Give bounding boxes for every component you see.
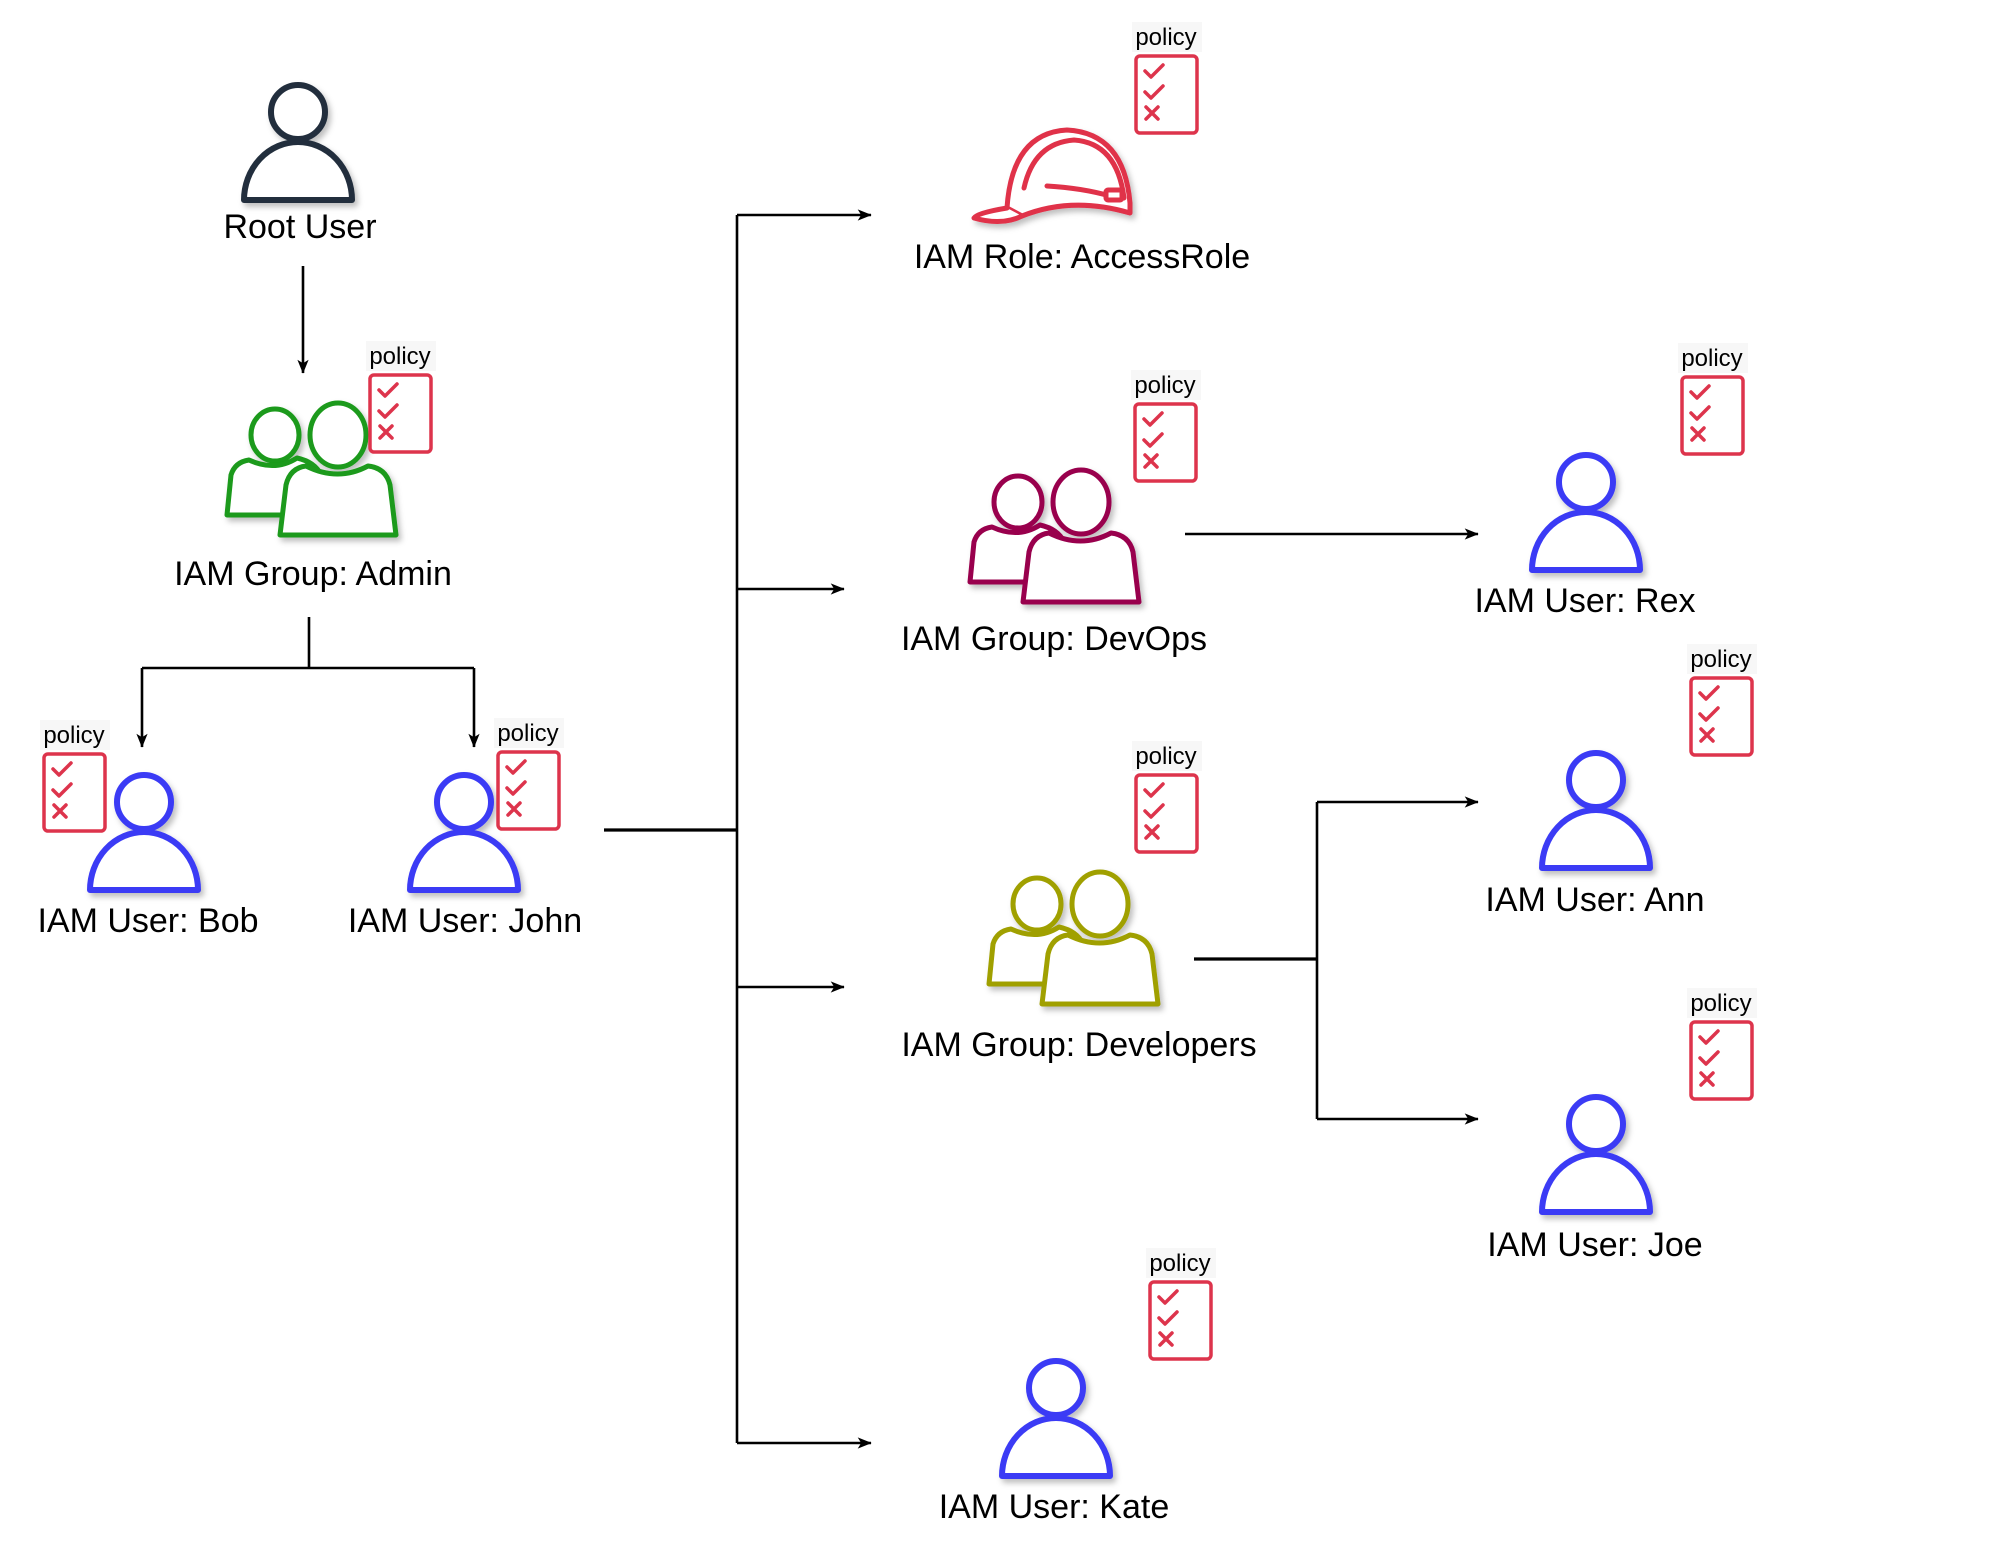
policy-label: policy: [497, 720, 558, 747]
iam-role-hardhat-icon: [971, 127, 1133, 224]
node-label: IAM User: Ann: [1485, 881, 1704, 919]
check-icon: [1143, 63, 1165, 79]
policy-label-bg: [1687, 988, 1757, 1018]
cross-icon: [506, 801, 522, 817]
cross-icon: [1690, 426, 1706, 442]
cross-icon: [1699, 1071, 1715, 1087]
policy-rex: policy: [1678, 343, 1748, 456]
check-icon: [1142, 432, 1164, 448]
policy-label-bg: [1678, 343, 1748, 373]
node-label: Root User: [223, 208, 376, 246]
edge-admin-split: [142, 617, 474, 670]
iam-group-icon: [986, 869, 1161, 1007]
check-icon: [1698, 1050, 1720, 1066]
policy-label: policy: [1135, 743, 1196, 770]
iam-user-icon: [407, 772, 521, 893]
cross-icon: [1699, 727, 1715, 743]
policy-label-bg: [40, 720, 110, 750]
check-icon: [505, 759, 527, 775]
check-icon: [505, 780, 527, 796]
policy-john: policy: [494, 718, 564, 831]
check-icon: [1157, 1310, 1179, 1326]
iam-group-icon: [967, 467, 1142, 605]
policy-label: policy: [43, 722, 104, 749]
check-icon: [1143, 782, 1165, 798]
cross-icon: [378, 424, 394, 440]
node-label: IAM User: John: [348, 902, 582, 940]
policy-kate: policy: [1146, 1248, 1216, 1361]
policy-label-bg: [494, 718, 564, 748]
iam-user-icon: [1539, 1094, 1653, 1215]
policy-label-bg: [1131, 370, 1201, 400]
cross-icon: [1144, 824, 1160, 840]
policy-developers: policy: [1132, 741, 1202, 854]
policy-bob: policy: [40, 720, 110, 833]
check-icon: [1143, 84, 1165, 100]
check-icon: [1698, 706, 1720, 722]
node-label: IAM User: Rex: [1474, 582, 1695, 620]
iam-user-icon: [1529, 452, 1643, 573]
iam-user-icon: [87, 772, 201, 893]
check-icon: [1142, 411, 1164, 427]
policy-label-bg: [1146, 1248, 1216, 1278]
cross-icon: [1158, 1331, 1174, 1347]
policy-ann: policy: [1687, 644, 1757, 757]
check-icon: [51, 782, 73, 798]
node-label: IAM Group: Admin: [174, 555, 452, 593]
check-icon: [1143, 803, 1165, 819]
policy-label: policy: [1681, 345, 1742, 372]
check-icon: [1698, 1029, 1720, 1045]
check-icon: [1698, 685, 1720, 701]
node-label: IAM Group: Developers: [901, 1026, 1256, 1064]
policy-label-bg: [1132, 741, 1202, 771]
policy-label: policy: [369, 343, 430, 370]
root-user-icon: [241, 82, 355, 203]
iam-group-icon: [224, 400, 399, 538]
policy-admin: policy: [366, 341, 436, 454]
cross-icon: [52, 803, 68, 819]
policy-accessrole: policy: [1132, 22, 1202, 135]
policy-joe: policy: [1687, 988, 1757, 1101]
edges: [136, 209, 1479, 1449]
policy-label: policy: [1135, 24, 1196, 51]
policy-label: policy: [1149, 1250, 1210, 1277]
node-label: IAM Role: AccessRole: [914, 238, 1250, 276]
policy-label: policy: [1690, 990, 1751, 1017]
check-icon: [1689, 384, 1711, 400]
iam-user-icon: [1539, 750, 1653, 871]
policy-label-bg: [1132, 22, 1202, 52]
iam-user-icon: [999, 1358, 1113, 1479]
policy-devops: policy: [1131, 370, 1201, 483]
cross-icon: [1144, 105, 1160, 121]
node-root[interactable]: Root User: [223, 82, 377, 246]
check-icon: [377, 382, 399, 398]
node-label: IAM User: Joe: [1487, 1226, 1702, 1264]
policy-label-bg: [1687, 644, 1757, 674]
check-icon: [51, 761, 73, 777]
policy-label: policy: [1690, 646, 1751, 673]
check-icon: [1689, 405, 1711, 421]
node-label: IAM Group: DevOps: [901, 620, 1207, 658]
policy-label-bg: [366, 341, 436, 371]
check-icon: [377, 403, 399, 419]
policy-label: policy: [1134, 372, 1195, 399]
node-label: IAM User: Kate: [939, 1488, 1170, 1526]
node-label: IAM User: Bob: [37, 902, 258, 940]
cross-icon: [1143, 453, 1159, 469]
check-icon: [1157, 1289, 1179, 1305]
